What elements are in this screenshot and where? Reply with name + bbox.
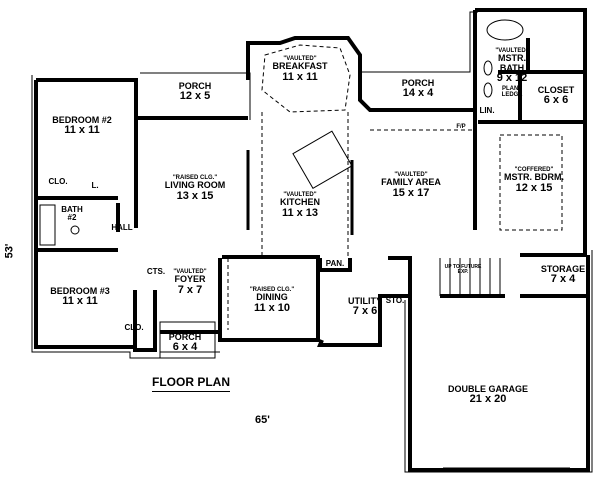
fireplace-label: F/P — [456, 124, 466, 130]
room-size: 7 x 4 — [550, 273, 576, 286]
room-size: 7 x 7 — [177, 283, 203, 296]
room-name: KITCHEN — [280, 197, 320, 208]
room-pantry: PAN. — [325, 259, 345, 268]
room-size: 14 x 4 — [402, 87, 434, 100]
room-name: BEDROOM #2 — [52, 115, 112, 125]
room-name: PORCH — [168, 332, 202, 342]
stairs-label: UP TO FUTURE EXP. — [444, 264, 482, 276]
plan-title: FLOOR PLAN — [152, 375, 230, 392]
porch-right-outline — [360, 11, 478, 73]
room-size: 12 x 5 — [179, 90, 211, 103]
room-note: "COFFERED" — [514, 167, 554, 173]
room-size: 21 x 20 — [469, 393, 507, 406]
room-name: PORCH — [178, 81, 212, 91]
room-size: 11 x 11 — [62, 295, 98, 308]
room-note: "VAULTED" — [283, 56, 317, 62]
room-name: FAMILY AREA — [381, 177, 441, 188]
room-note: "VAULTED" — [394, 172, 428, 178]
room-name: BEDROOM #3 — [50, 286, 110, 296]
room-size: 7 x 6 — [352, 305, 378, 318]
room-bath2: BATH #2 — [61, 205, 83, 223]
room-name: DINING — [256, 292, 288, 303]
room-linen: LIN. — [479, 106, 495, 115]
wall-bedroom2 — [36, 78, 248, 120]
room-note: "VAULTED" — [283, 192, 317, 198]
ceiling-lines — [227, 44, 563, 330]
room-closet-bedroom2: CLO. — [48, 177, 68, 186]
room-note: "VAULTED" — [495, 48, 529, 54]
width-dimension: 65' — [255, 414, 270, 426]
front-porch-outline — [159, 321, 216, 359]
room-hall: HALL — [111, 223, 133, 232]
room-size: 15 x 17 — [392, 186, 430, 199]
toilet-icon — [70, 225, 80, 235]
room-size: 6 x 4 — [172, 341, 198, 354]
wall-left — [34, 80, 135, 349]
room-note: "RAISED CLG." — [172, 175, 218, 181]
room-name: DOUBLE GARAGE — [447, 384, 529, 394]
kitchen-island-icon — [292, 130, 353, 190]
bathtub-icon — [39, 204, 56, 246]
room-size: 12 x 15 — [515, 181, 553, 194]
room-name: FOYER — [174, 274, 206, 285]
room-name: BREAKFAST — [272, 61, 328, 72]
room-note: "VAULTED" — [173, 269, 207, 275]
room-size: 11 x 13 — [281, 206, 319, 219]
room-name: PORCH — [401, 78, 435, 88]
room-size: 13 x 15 — [176, 189, 214, 202]
room-linen-small: L. — [91, 181, 99, 190]
depth-dimension: 53' — [3, 243, 16, 259]
room-name: CLOSET — [537, 85, 575, 95]
room-name: LIVING ROOM — [164, 180, 226, 191]
room-note: "RAISED CLG." — [249, 287, 295, 293]
room-storage-small: STO. — [385, 296, 405, 305]
room-name: MSTR. BDRM. — [504, 172, 564, 183]
room-name: STORAGE — [540, 264, 586, 274]
room-size: 11 x 11 — [64, 124, 100, 137]
room-size: 11 x 10 — [253, 301, 291, 314]
room-size: 11 x 11 — [282, 70, 318, 83]
room-mstr-bdrm: "COFFERED"MSTR. BDRM.12 x 15 — [504, 167, 564, 194]
room-size: 6 x 6 — [543, 94, 569, 107]
walls — [34, 8, 590, 472]
room-closet-bedroom3: CLO. — [124, 323, 144, 332]
tub-icon — [486, 19, 524, 41]
room-plant-ledge: PLANT LEDGE — [501, 86, 523, 99]
room-name: UTILITY — [348, 296, 382, 306]
room-size: 9 x 12 — [496, 72, 528, 85]
room-name: MSTR. BATH — [498, 53, 526, 73]
fixtures — [39, 19, 524, 296]
room-coats: CTS. — [146, 267, 166, 276]
